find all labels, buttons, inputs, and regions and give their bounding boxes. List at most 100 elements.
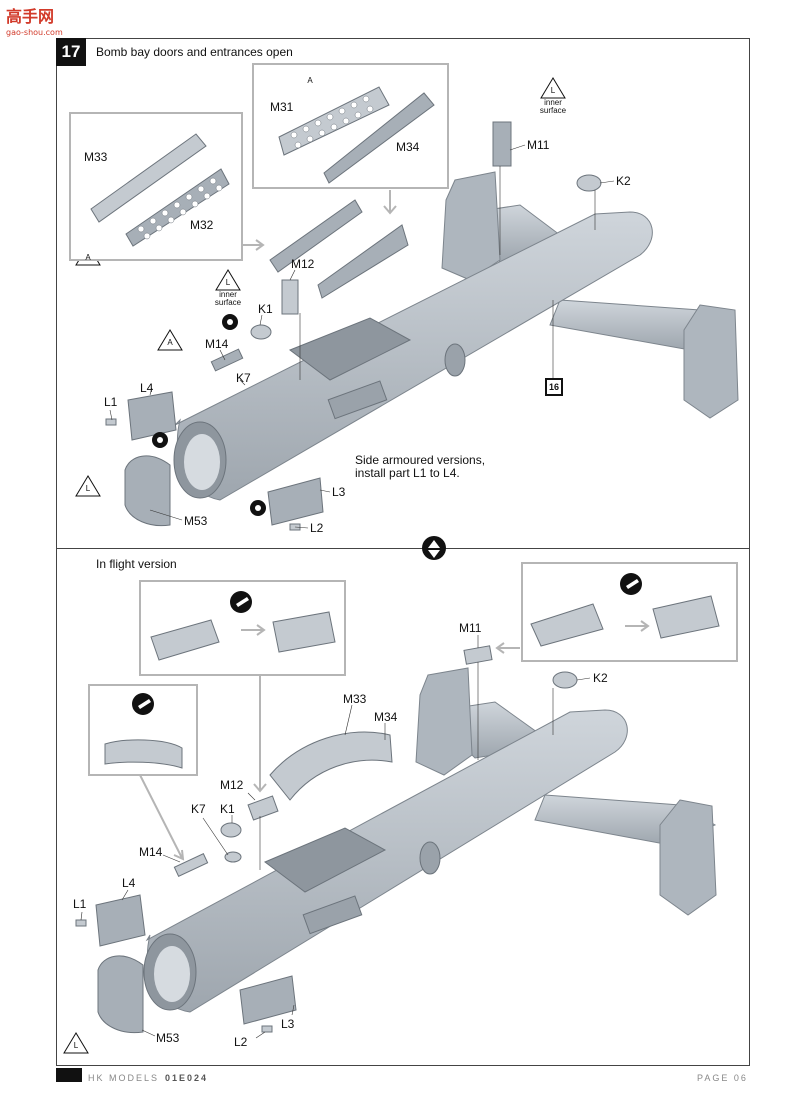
label-bottom-l2: L2 [234, 1035, 248, 1049]
top-side-window [444, 343, 466, 377]
bottom-part-l1 [75, 919, 87, 927]
top-part-m34-door [317, 224, 409, 299]
label-bottom-m11: M11 [459, 621, 482, 635]
label-top-m12: M12 [291, 257, 315, 271]
inset-bomb-door-closed [88, 684, 198, 776]
label-bottom-m14: M14 [139, 845, 163, 859]
label-bottom-l4: L4 [122, 876, 136, 890]
bottom-part-k2 [552, 671, 578, 689]
section-divider [56, 548, 749, 549]
footer-brand: HK MODELS [88, 1073, 160, 1083]
bottom-inset-arrow-left [253, 660, 267, 793]
symbol-a-1: A [307, 76, 313, 85]
label-bottom-k1: K1 [220, 802, 235, 816]
bottom-nose-interior [154, 946, 190, 1002]
top-bomb-bay [288, 317, 412, 381]
surface-text-2: surface [214, 298, 242, 307]
top-part-m32-door [269, 199, 363, 273]
top-part-m53 [124, 455, 171, 527]
inner-text-2: inner [219, 290, 237, 299]
watermark-logo: 高手网 gao-shou.com [6, 4, 66, 38]
top-part-k2 [576, 174, 602, 192]
bottom-inset-arrow-right [495, 642, 520, 654]
label-top-m33: M33 [84, 150, 108, 164]
label-top-m14: M14 [205, 337, 229, 351]
logo-url: gao-shou.com [6, 28, 63, 37]
label-bottom-l1: L1 [73, 897, 87, 911]
armoured-note: Side armoured versions, install part L1 … [355, 453, 486, 480]
top-part-m14 [210, 348, 244, 372]
top-part-k1 [250, 324, 272, 340]
inner-surface-note-1: inner surface [535, 99, 571, 115]
top-tail-fin-right [683, 304, 739, 419]
symbol-l-4: L [73, 1041, 79, 1050]
inset-m32-m33-drawing [90, 133, 230, 247]
bottom-part-k7 [224, 851, 242, 863]
inset-door-left-drawing [150, 591, 336, 661]
inset-m32-m33 [69, 112, 243, 261]
top-inset-arrow-head [240, 239, 265, 251]
label-top-m53: M53 [184, 514, 208, 528]
top-part-l4 [127, 391, 177, 441]
bottom-triangle-symbol [63, 1032, 89, 1054]
bottom-inset-arrow-small [139, 774, 185, 861]
bottom-part-m11 [463, 645, 493, 665]
inner-surface-note-2: inner surface [210, 291, 246, 307]
label-top-m31: M31 [270, 100, 294, 114]
inset-door-open-right [521, 562, 738, 662]
label-bottom-m12: M12 [220, 778, 244, 792]
label-top-k7: K7 [236, 371, 251, 385]
top-entrance-hatch [327, 380, 388, 420]
bottom-part-k1 [220, 822, 242, 838]
label-bottom-k7: K7 [191, 802, 206, 816]
bottom-bomb-bay [264, 827, 387, 893]
symbol-l-3: L [85, 484, 91, 493]
bottom-part-l2 [261, 1025, 273, 1033]
surface-text-1: surface [539, 106, 567, 115]
top-drill-symbols [152, 314, 266, 516]
symbol-l-2: L [225, 278, 231, 287]
flight-version-title: In flight version [96, 557, 177, 571]
label-bottom-m34: M34 [374, 710, 398, 724]
inset-bomb-door-drawing [104, 693, 183, 769]
label-top-k2: K2 [616, 174, 631, 188]
symbol-a-3: A [167, 338, 173, 347]
top-part-l1 [105, 418, 117, 426]
bottom-tail-fin-left [415, 667, 473, 776]
inset-m31-m34 [252, 63, 449, 189]
bottom-part-m14 [173, 853, 209, 877]
symbol-l-1: L [550, 86, 556, 95]
label-top-m34: M34 [396, 140, 420, 154]
inset-m31-m34-drawing [278, 86, 435, 184]
label-top-l3: L3 [332, 485, 346, 499]
label-top-m32: M32 [190, 218, 214, 232]
symbol-a-2: A [85, 253, 91, 262]
bottom-tail-fin-right [659, 799, 717, 916]
bottom-part-l3 [239, 975, 297, 1025]
top-tail-fin-left [441, 171, 501, 281]
top-part-m12 [281, 279, 299, 315]
logo-text: 高手网 [6, 7, 54, 26]
bottom-part-l4 [95, 894, 146, 947]
label-bottom-m33: M33 [343, 692, 367, 706]
flip-symbol-arrows [428, 540, 440, 558]
label-bottom-k2: K2 [593, 671, 608, 685]
label-top-m11: M11 [527, 138, 550, 152]
ref-step-16: 16 [545, 378, 563, 396]
inset-door-open-left [139, 580, 346, 676]
instruction-frame [56, 38, 750, 1066]
top-part-m11 [492, 121, 512, 167]
bottom-leader-lines [80, 635, 591, 1039]
inset-door-right-drawing [530, 573, 720, 647]
bottom-part-m33-m34 [269, 731, 393, 801]
top-part-l3 [267, 477, 324, 526]
top-inset-arrow-down [383, 190, 397, 215]
bottom-side-window [419, 841, 441, 875]
footer-code: 01E024 [165, 1073, 209, 1083]
logo-graphic: 高手网 gao-shou.com [6, 7, 63, 37]
step-number: 17 [56, 38, 86, 66]
label-bottom-l3: L3 [281, 1017, 295, 1031]
inner-text-1: inner [544, 98, 562, 107]
footer-page: PAGE 06 [697, 1073, 748, 1083]
